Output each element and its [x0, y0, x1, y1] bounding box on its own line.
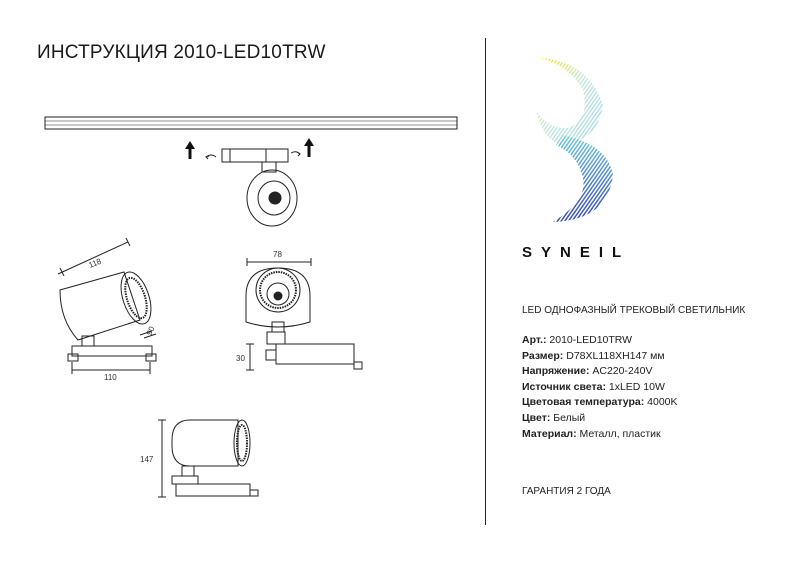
spec-voltage: Напряжение: AC220-240V	[522, 364, 678, 380]
dim-diameter: 78	[273, 250, 282, 259]
dim-width: 110	[104, 373, 117, 382]
warranty-text: ГАРАНТИЯ 2 ГОДА	[522, 486, 611, 497]
spec-light-source: Источник света: 1xLED 10W	[522, 380, 678, 396]
spec-key: Размер:	[522, 349, 564, 362]
dim-height: 147	[140, 455, 154, 464]
spec-size: Размер: D78XL118XH147 мм	[522, 349, 678, 365]
spec-key: Цветовая температура:	[522, 396, 645, 409]
dim-angle: 90	[145, 324, 157, 336]
profile-view-drawing	[158, 419, 259, 498]
spec-value: Белый	[550, 411, 586, 424]
front-view-drawing	[245, 258, 363, 371]
spec-key: Напряжение:	[522, 365, 590, 378]
brand-name: SYNEIL	[522, 244, 631, 261]
spec-key: Арт.:	[522, 334, 547, 346]
side-view-drawing	[57, 237, 157, 374]
spec-article: Арт.: 2010-LED10TRW	[522, 333, 678, 349]
up-arrow-icon	[185, 141, 195, 159]
document-title: ИНСТРУКЦИЯ 2010-LED10TRW	[37, 42, 326, 63]
spec-value: Металл, пластик	[576, 427, 661, 440]
spec-color-temperature: Цветовая температура: 4000K	[522, 395, 678, 411]
spec-color: Цвет: Белый	[522, 411, 678, 427]
spec-list: Арт.: 2010-LED10TRW Размер: D78XL118XH14…	[522, 333, 678, 442]
up-arrow-icon	[304, 138, 314, 157]
adapter-drawing	[205, 148, 301, 227]
spec-key: Цвет:	[522, 411, 551, 424]
spec-value: 2010-LED10TRW	[546, 334, 633, 346]
brand-logo-mark	[528, 50, 618, 225]
vertical-divider	[485, 38, 486, 525]
track-rail-drawing	[44, 116, 458, 130]
product-description: LED ОДНОФАЗНЫЙ ТРЕКОВЫЙ СВЕТИЛЬНИК	[522, 305, 746, 316]
spec-value: AC220-240V	[589, 365, 653, 378]
spec-value: 1xLED 10W	[605, 380, 665, 393]
spec-material: Материал: Металл, пластик	[522, 427, 678, 443]
spec-value: 4000K	[644, 396, 678, 409]
spec-key: Материал:	[522, 427, 577, 440]
dim-mount-height: 30	[236, 354, 245, 363]
spec-value: D78XL118XH147 мм	[563, 349, 665, 362]
spec-key: Источник света:	[522, 380, 606, 393]
dim-length: 118	[87, 257, 103, 270]
